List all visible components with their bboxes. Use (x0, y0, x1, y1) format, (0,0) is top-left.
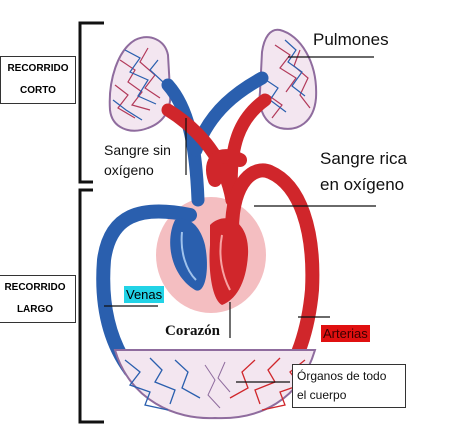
veins-label: Venas (124, 286, 165, 303)
oxygenated-label: Sangre rica en oxígeno (320, 146, 407, 198)
organs-label-line2: el cuerpo (297, 388, 347, 402)
deoxygenated-label-line1: Sangre sin (104, 142, 171, 158)
long-route-label-line1: RECORRIDO (4, 282, 66, 293)
long-route-label-line2: LARGO (16, 304, 54, 315)
lungs-label: Pulmones (313, 30, 389, 49)
short-route-label-line1: RECORRIDO (7, 63, 69, 74)
oxygenated-label-line2: en oxígeno (320, 175, 405, 194)
heart-label: Corazón (165, 323, 220, 339)
short-route-label-line2: CORTO (20, 85, 56, 96)
oxygenated-label-line1: Sangre rica (320, 149, 407, 168)
organs-label: Órganos de todo el cuerpo (292, 364, 406, 408)
short-route-bracket (78, 21, 104, 184)
right-lung (258, 28, 318, 130)
body-capillaries (113, 349, 317, 420)
long-route-bracket (78, 188, 104, 424)
left-lung (108, 36, 172, 132)
pulmonary-vessels-red (161, 93, 272, 207)
long-route-label: RECORRIDO LARGO (0, 275, 76, 323)
organs-label-line1: Órganos de todo (297, 369, 387, 383)
deoxygenated-label-line2: oxígeno (104, 162, 154, 178)
short-route-label: RECORRIDO CORTO (0, 56, 76, 104)
heart (170, 218, 249, 305)
arteries-label: Arterias (321, 325, 370, 342)
deoxygenated-label: Sangre sin oxígeno (104, 140, 171, 180)
